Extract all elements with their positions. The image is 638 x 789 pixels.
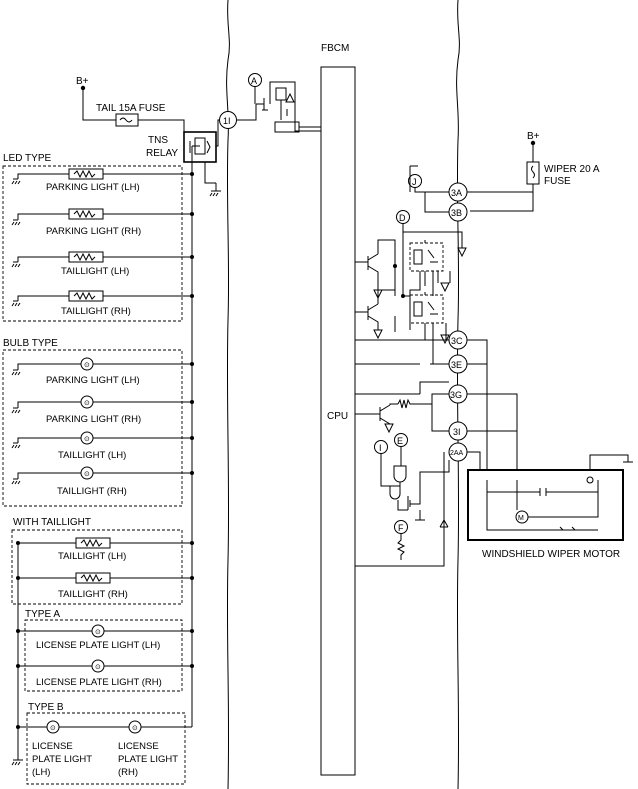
tns-relay-label-2: RELAY	[146, 148, 178, 159]
with-taillight-rows: TAILLIGHT (LH) TAILLIGHT (RH)	[16, 537, 192, 600]
group-with-taillight	[11, 529, 183, 605]
svg-text:TAILLIGHT (LH): TAILLIGHT (LH)	[61, 266, 129, 277]
fbcm-label: FBCM	[321, 43, 349, 54]
svg-text:TAILLIGHT (LH): TAILLIGHT (LH)	[58, 450, 126, 461]
svg-text:LICENSE: LICENSE	[32, 741, 73, 752]
point-J	[408, 174, 422, 188]
windshield-wiper-motor	[467, 469, 624, 541]
type-a-rows: ⊙ LICENSE PLATE LIGHT (LH) ⊙ LICENSE PLA…	[16, 624, 192, 688]
svg-text:PARKING LIGHT (RH): PARKING LIGHT (RH)	[46, 414, 141, 425]
right-connectors: 3A 3B 3C 3E 3G 3I 2AA	[448, 182, 468, 462]
bulb-icon	[91, 624, 105, 638]
point-E	[394, 433, 408, 447]
svg-text:PARKING LIGHT (RH): PARKING LIGHT (RH)	[46, 226, 141, 237]
bulb-icon	[80, 431, 94, 445]
group-type-b	[26, 712, 186, 785]
bulb-icon	[46, 720, 60, 734]
led-icon	[68, 208, 104, 220]
point-F	[394, 520, 408, 534]
fbcm-cpu-block	[320, 66, 356, 776]
svg-text:PARKING LIGHT (LH): PARKING LIGHT (LH)	[46, 375, 140, 386]
bulb-icon	[80, 357, 94, 371]
bplus-label-1: B+	[76, 76, 89, 87]
svg-text:LICENSE PLATE LIGHT (RH): LICENSE PLATE LIGHT (RH)	[36, 677, 162, 688]
svg-text:3B: 3B	[451, 208, 462, 218]
led-rows: PARKING LIGHT (LH) PARKING LIGHT (RH) TA…	[11, 168, 192, 317]
svg-text:M: M	[518, 515, 524, 522]
group-type-a	[24, 619, 183, 692]
svg-text:⊙: ⊙	[95, 664, 101, 671]
led-icon	[75, 537, 111, 549]
svg-text:D: D	[399, 213, 406, 223]
wiper-relay-2	[409, 294, 444, 324]
svg-text:3A: 3A	[451, 188, 462, 198]
wiper-fuse-icon	[526, 161, 540, 185]
group-with-taillight-title: WITH TAILLIGHT	[13, 517, 91, 528]
svg-text:⊙: ⊙	[84, 400, 90, 407]
group-type-b-title: TYPE B	[28, 702, 64, 713]
svg-text:(RH): (RH)	[118, 767, 138, 778]
svg-text:1I: 1I	[223, 116, 231, 126]
svg-text:TAILLIGHT (RH): TAILLIGHT (RH)	[57, 486, 127, 497]
bulb-icon	[91, 659, 105, 673]
tail-fuse-icon	[115, 113, 139, 127]
svg-text:⊙: ⊙	[84, 436, 90, 443]
led-icon	[75, 572, 111, 584]
type-b-rows: ⊙ ⊙ LICENSE PLATE LIGHT (LH) LICENSE PLA…	[16, 720, 192, 778]
cpu-label: CPU	[327, 411, 348, 422]
svg-text:3G: 3G	[450, 390, 462, 400]
bulb-icon	[80, 466, 94, 480]
svg-text:TAILLIGHT (RH): TAILLIGHT (RH)	[61, 306, 131, 317]
svg-text:⊙: ⊙	[84, 471, 90, 478]
svg-text:PLATE LIGHT: PLATE LIGHT	[118, 754, 178, 765]
svg-text:TAILLIGHT (LH): TAILLIGHT (LH)	[58, 551, 126, 562]
connector-1I	[219, 111, 237, 129]
group-type-a-title: TYPE A	[25, 609, 60, 620]
wiper-motor-label: WINDSHIELD WIPER MOTOR	[482, 549, 620, 560]
svg-text:I: I	[379, 443, 382, 453]
wiper-fuse-label-2: FUSE	[544, 176, 571, 187]
svg-text:PLATE LIGHT: PLATE LIGHT	[32, 754, 92, 765]
svg-text:E: E	[397, 436, 403, 446]
wiper-relay-1	[409, 242, 444, 272]
svg-text:3E: 3E	[451, 360, 462, 370]
svg-text:⊙: ⊙	[132, 725, 138, 732]
tns-relay-label-1: TNS	[148, 135, 168, 146]
led-icon	[68, 290, 104, 302]
tns-relay-icon	[183, 131, 217, 163]
point-I	[374, 440, 388, 454]
svg-text:3I: 3I	[453, 427, 461, 437]
bulb-rows: ⊙ PARKING LIGHT (LH) ⊙ PARKING LIGHT (RH…	[11, 357, 192, 497]
svg-text:(LH): (LH)	[32, 767, 50, 778]
wiper-fuse-label-1: WIPER 20 A	[544, 164, 600, 175]
bulb-icon	[128, 720, 142, 734]
svg-text:J: J	[412, 177, 417, 187]
svg-text:⊙: ⊙	[84, 362, 90, 369]
led-icon	[68, 168, 104, 180]
svg-text:3C: 3C	[451, 336, 463, 346]
svg-text:PARKING LIGHT (LH): PARKING LIGHT (LH)	[46, 182, 140, 193]
fbcm-outline	[226, 0, 460, 789]
svg-text:TAILLIGHT (RH): TAILLIGHT (RH)	[58, 589, 128, 600]
svg-text:LICENSE: LICENSE	[118, 741, 159, 752]
tail-fuse-label: TAIL 15A FUSE	[96, 103, 166, 114]
svg-text:⊙: ⊙	[50, 725, 56, 732]
group-bulb-type	[2, 349, 183, 507]
svg-text:LICENSE PLATE LIGHT (LH): LICENSE PLATE LIGHT (LH)	[36, 640, 160, 651]
svg-text:F: F	[398, 523, 404, 533]
group-led-type	[2, 165, 183, 322]
bulb-icon	[80, 395, 94, 409]
led-icon	[68, 251, 104, 263]
bplus-label-2: B+	[527, 131, 540, 142]
group-bulb-title: BULB TYPE	[3, 338, 58, 349]
svg-text:⊙: ⊙	[95, 629, 101, 636]
point-D	[396, 210, 410, 224]
svg-text:2AA: 2AA	[450, 450, 464, 457]
svg-text:A: A	[251, 76, 257, 86]
group-led-title: LED TYPE	[3, 153, 51, 164]
